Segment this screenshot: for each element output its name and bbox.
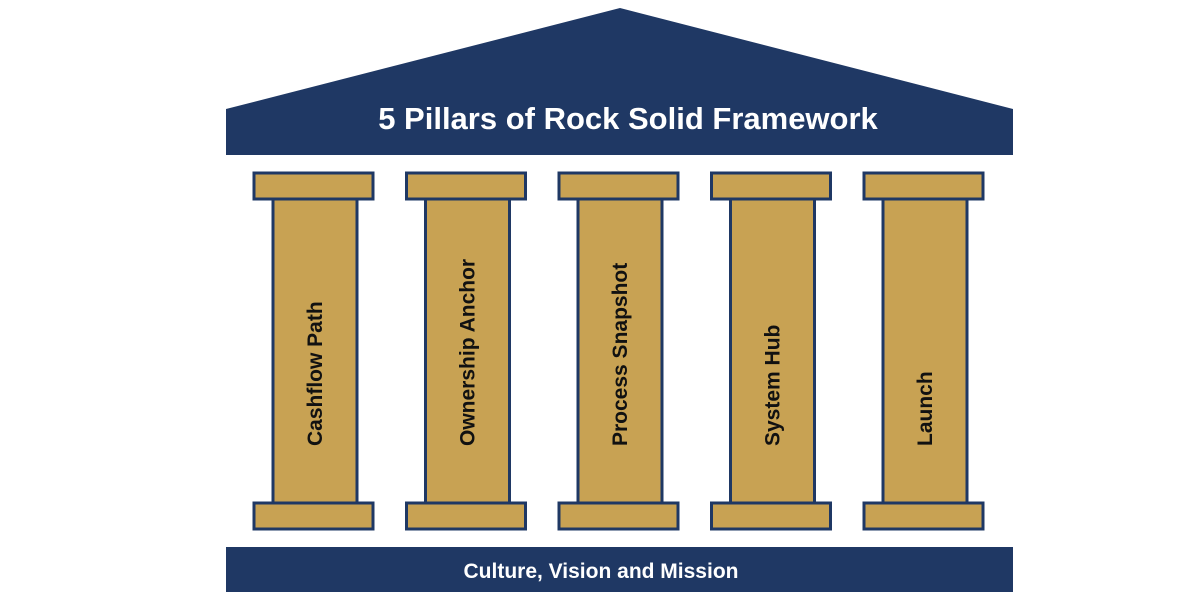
pillar-capital xyxy=(710,171,832,201)
pillar: Launch xyxy=(862,171,985,531)
pillar-base xyxy=(710,501,832,531)
pillar: Ownership Anchor xyxy=(405,171,527,531)
pillar: Process Snapshot xyxy=(557,171,680,531)
pillar-label: Cashflow Path xyxy=(304,301,327,446)
pillar-base xyxy=(862,501,985,531)
pillar-shaft xyxy=(881,196,969,506)
pillar-capital xyxy=(862,171,985,201)
pillar-capital xyxy=(405,171,527,201)
pillar: System Hub xyxy=(710,171,832,531)
pillar-base xyxy=(557,501,680,531)
pillar-base xyxy=(405,501,527,531)
foundation-label: Culture, Vision and Mission xyxy=(464,560,739,583)
diagram-title: 5 Pillars of Rock Solid Framework xyxy=(378,101,878,136)
pillar-label: Launch xyxy=(914,371,937,446)
pillar-label: Ownership Anchor xyxy=(457,259,480,446)
pillar-label: Process Snapshot xyxy=(609,263,632,446)
pillar-capital xyxy=(252,171,375,201)
roof-shape xyxy=(226,8,1013,155)
roof: 5 Pillars of Rock Solid Framework xyxy=(226,8,1013,155)
pillars: Cashflow Path Ownership Anchor Process Sna… xyxy=(252,171,985,531)
pillar: Cashflow Path xyxy=(252,171,375,531)
foundation-bar xyxy=(226,547,1013,592)
pillar-base xyxy=(252,501,375,531)
foundation: Culture, Vision and Mission xyxy=(226,547,1013,592)
pillar-label: System Hub xyxy=(762,325,785,446)
pillar-shaft xyxy=(424,196,511,506)
pillar-capital xyxy=(557,171,680,201)
